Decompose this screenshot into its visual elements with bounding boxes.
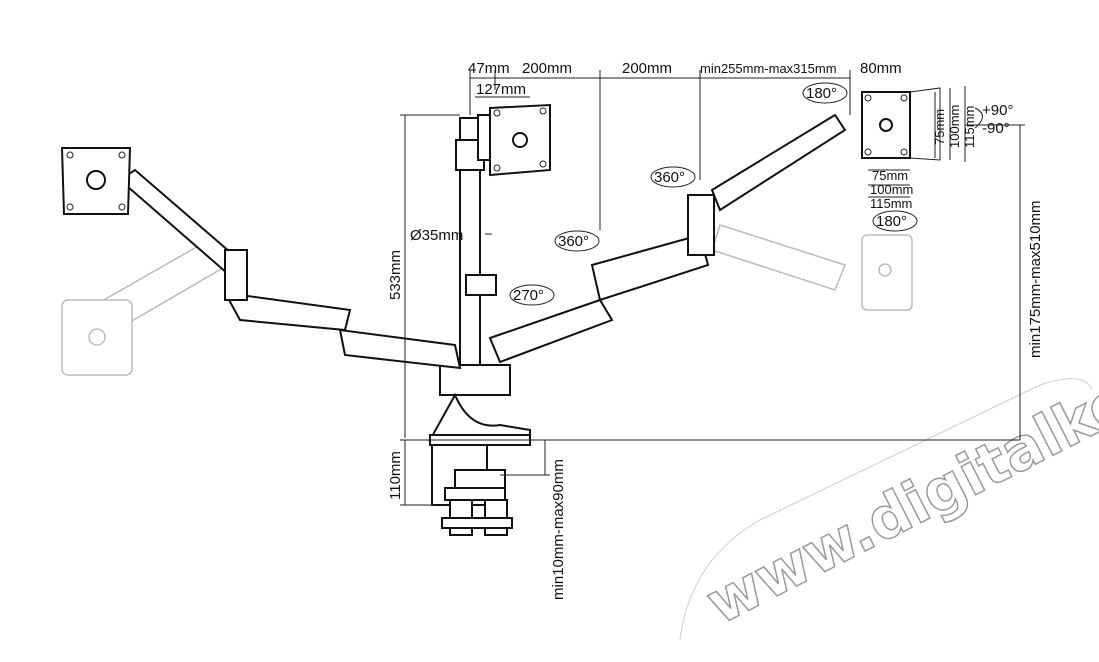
angle-180-bottom: 180° bbox=[876, 213, 907, 230]
dim-height-range: min175mm-max510mm bbox=[1027, 200, 1044, 358]
dim-533mm: 533mm bbox=[387, 250, 404, 300]
left-arm bbox=[118, 168, 462, 370]
dim-127mm: 127mm bbox=[476, 81, 526, 98]
dim-200mm-mid: 200mm bbox=[622, 60, 672, 77]
dim-47mm: 47mm bbox=[468, 60, 510, 77]
right-arm bbox=[488, 113, 847, 364]
angle-180-top: 180° bbox=[806, 85, 837, 102]
left-vesa-plate bbox=[60, 147, 132, 215]
angle-tilt-down: -90° bbox=[982, 120, 1010, 137]
right-vesa-plate bbox=[861, 87, 941, 161]
dim-80mm: 80mm bbox=[860, 60, 902, 77]
angle-270: 270° bbox=[513, 287, 544, 304]
center-vesa-plate bbox=[489, 103, 551, 177]
watermark: www.digitalko.hu bbox=[679, 317, 1099, 641]
dim-200mm-left: 200mm bbox=[522, 60, 572, 77]
ghost-right-arm bbox=[711, 224, 913, 311]
dim-pole-diameter: Ø35mm bbox=[410, 227, 463, 244]
dim-arm-range: min255mm-max315mm bbox=[700, 61, 837, 76]
angle-360-center: 360° bbox=[558, 233, 589, 250]
desk-clamp bbox=[428, 364, 531, 536]
dim-vesa-100-h: 100mm bbox=[870, 182, 913, 197]
dim-vesa-75-v: 75mm bbox=[932, 109, 947, 145]
watermark-text: www.digitalko.hu bbox=[695, 318, 1099, 637]
dim-vesa-100-v: 100mm bbox=[947, 105, 962, 148]
dim-clamp-thickness: min10mm-max90mm bbox=[550, 459, 567, 600]
dim-110mm: 110mm bbox=[387, 451, 404, 500]
dim-vesa-115-h: 115mm bbox=[870, 196, 912, 211]
angle-360-right: 360° bbox=[654, 169, 685, 186]
dim-vesa-75-h: 75mm bbox=[872, 168, 908, 183]
rotation-markers bbox=[509, 82, 983, 306]
dimension-lines bbox=[400, 70, 1025, 506]
angle-tilt-up: +90° bbox=[982, 102, 1013, 119]
ghost-left-arm bbox=[61, 244, 230, 376]
dim-vesa-115-v: 115mm bbox=[962, 106, 977, 148]
